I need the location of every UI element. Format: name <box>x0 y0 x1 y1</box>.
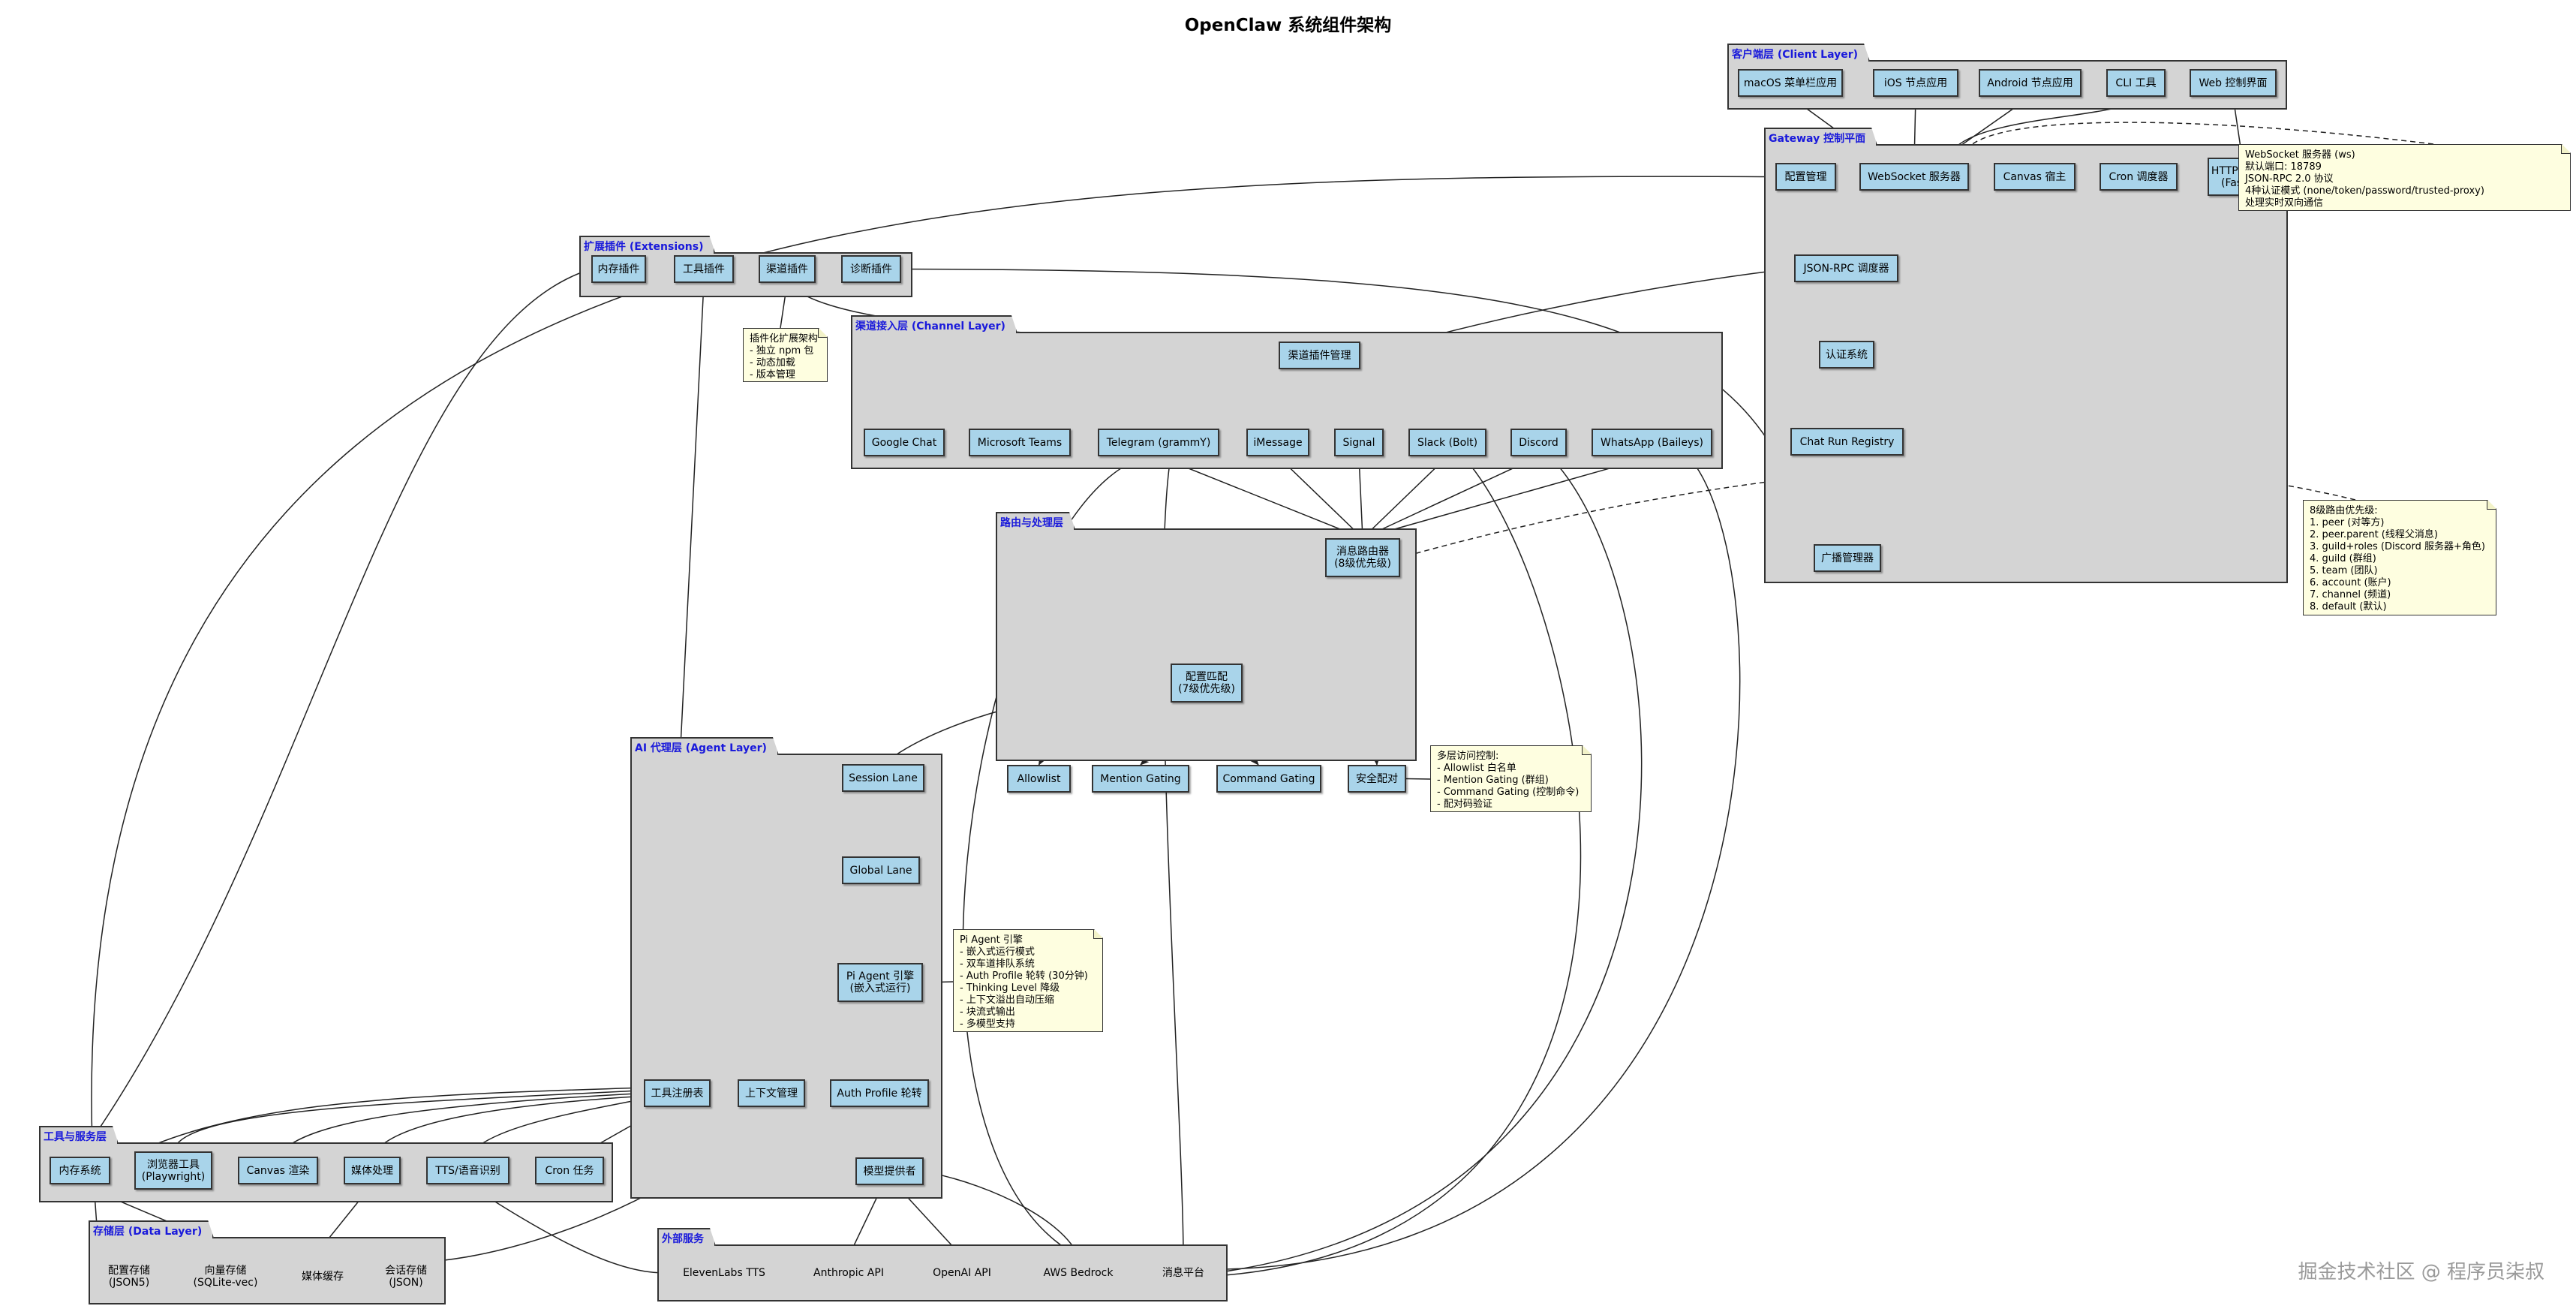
edge-discord-router <box>1362 456 1539 539</box>
edge-config-cfgstore <box>91 176 1776 1252</box>
component-slack[interactable]: Slack (Bolt) <box>1408 429 1486 456</box>
edge-whatsapp-msgplat <box>1216 456 1741 1274</box>
component-teams[interactable]: Microsoft Teams <box>969 429 1071 456</box>
component-cli[interactable]: CLI 工具 <box>2106 69 2166 97</box>
component-webui[interactable]: Web 控制界面 <box>2190 69 2277 97</box>
component-ios[interactable]: iOS 节点应用 <box>1873 69 1958 97</box>
note-wsnote: WebSocket 服务器 (ws) 默认端口: 18789 JSON-RPC … <box>2238 144 2571 211</box>
note-plugnote: 插件化扩展架构 - 独立 npm 包 - 动态加载 - 版本管理 <box>743 328 828 382</box>
edge-slack-router <box>1362 456 1448 539</box>
component-broadcast[interactable]: 广播管理器 <box>1814 544 1881 572</box>
edge-memplug-memsys <box>79 268 592 1157</box>
package-data <box>89 1237 446 1304</box>
component-android[interactable]: Android 节点应用 <box>1979 69 2082 97</box>
external-msgplat: 消息平台 <box>1162 1266 1204 1279</box>
component-chanmgr[interactable]: 渠道插件管理 <box>1279 342 1360 369</box>
store-sessstore: 会话存储 (JSON) <box>385 1265 427 1289</box>
edge-provider-bedrock <box>923 1170 1079 1257</box>
note-link-accessnote <box>1405 778 1431 780</box>
edge-whatsapp-router <box>1362 456 1652 540</box>
component-cron[interactable]: Cron 调度器 <box>2100 163 2178 191</box>
component-authrot[interactable]: Auth Profile 轮转 <box>830 1079 929 1107</box>
edge-discord-msgplat <box>1216 456 1643 1275</box>
component-ctx[interactable]: 上下文管理 <box>738 1079 805 1107</box>
component-telegram[interactable]: Telegram (grammY) <box>1098 429 1219 456</box>
note-routenote: 8级路由优先级: 1. peer (对等方) 2. peer.parent (线… <box>2303 500 2496 615</box>
component-mention[interactable]: Mention Gating <box>1092 765 1189 793</box>
component-router[interactable]: 消息路由器 (8级优先级) <box>1325 538 1400 577</box>
package-tab-ext: 扩展插件 (Extensions) <box>579 236 715 254</box>
package-tools <box>39 1142 613 1202</box>
package-tab-data: 存储层 (Data Layer) <box>89 1220 214 1238</box>
package-tab-client: 客户端层 (Client Layer) <box>1727 44 1870 62</box>
package-tab-gateway: Gateway 控制平面 <box>1764 128 1877 146</box>
component-gchat[interactable]: Google Chat <box>864 429 945 456</box>
edge-slack-msgplat <box>1216 456 1582 1279</box>
component-global[interactable]: Global Lane <box>842 856 920 884</box>
external-anthropic: Anthropic API <box>813 1266 884 1279</box>
component-macos[interactable]: macOS 菜单栏应用 <box>1738 69 1843 97</box>
package-external <box>657 1244 1228 1301</box>
component-ws[interactable]: WebSocket 服务器 <box>1859 163 1969 191</box>
store-mediastore: 媒体缓存 <box>302 1271 344 1283</box>
edge-toolreg-memsys <box>110 1087 645 1166</box>
component-tts[interactable]: TTS/语音识别 <box>426 1157 509 1184</box>
component-session[interactable]: Session Lane <box>842 764 924 792</box>
edge-toolreg-canvasr <box>277 1092 645 1157</box>
package-tab-routing: 路由与处理层 <box>996 512 1075 530</box>
component-allowlist[interactable]: Allowlist <box>1007 765 1071 793</box>
component-signal[interactable]: Signal <box>1334 429 1384 456</box>
component-pair[interactable]: 安全配对 <box>1348 765 1406 793</box>
component-match[interactable]: 配置匹配 (7级优先级) <box>1171 664 1243 703</box>
component-toolreg[interactable]: 工具注册表 <box>644 1079 711 1107</box>
package-tab-agent: AI 代理层 (Agent Layer) <box>630 737 779 755</box>
component-rpc[interactable]: JSON-RPC 调度器 <box>1794 254 1898 282</box>
component-canvasr[interactable]: Canvas 渲染 <box>238 1157 318 1184</box>
edge-telegram-router <box>1158 456 1363 539</box>
store-vecstore: 向量存储 (SQLite-vec) <box>193 1265 258 1289</box>
component-diagplug[interactable]: 诊断插件 <box>841 255 901 283</box>
watermark: 掘金技术社区 @ 程序员柒叔 <box>2298 1261 2544 1283</box>
component-config[interactable]: 配置管理 <box>1775 163 1836 191</box>
store-cfgstore: 配置存储 (JSON5) <box>108 1265 150 1289</box>
edge-signal-router <box>1358 456 1366 539</box>
component-whatsapp[interactable]: WhatsApp (Baileys) <box>1592 429 1712 456</box>
component-imessage[interactable]: iMessage <box>1246 429 1309 456</box>
note-accessnote: 多层访问控制: - Allowlist 白名单 - Mention Gating… <box>1430 745 1592 812</box>
diagram-title: OpenClaw 系统组件架构 <box>1184 16 1392 35</box>
edge-toolreg-browser <box>170 1090 645 1152</box>
note-link-wsnote <box>1962 122 2434 164</box>
component-command[interactable]: Command Gating <box>1216 765 1321 793</box>
component-memplug[interactable]: 内存插件 <box>591 255 646 283</box>
component-canvashost[interactable]: Canvas 宿主 <box>1994 163 2076 191</box>
component-chanplug[interactable]: 渠道插件 <box>759 255 816 283</box>
edge-imessage-router <box>1277 456 1363 539</box>
component-browser[interactable]: 浏览器工具 (Playwright) <box>134 1151 212 1190</box>
external-bedrock: AWS Bedrock <box>1043 1266 1114 1279</box>
package-tab-tools: 工具与服务层 <box>39 1126 119 1144</box>
component-memsys[interactable]: 内存系统 <box>50 1157 110 1184</box>
component-discord[interactable]: Discord <box>1510 429 1567 456</box>
note-pinote: Pi Agent 引擎 - 嵌入式运行模式 - 双车道排队系统 - Auth P… <box>953 929 1103 1032</box>
package-tab-external: 外部服务 <box>657 1228 716 1246</box>
component-media[interactable]: 媒体处理 <box>344 1157 401 1184</box>
component-toolplug[interactable]: 工具插件 <box>674 255 734 283</box>
component-provider[interactable]: 模型提供者 <box>855 1157 924 1185</box>
component-pi[interactable]: Pi Agent 引擎 (嵌入式运行) <box>837 963 923 1002</box>
package-tab-channel: 渠道接入层 (Channel Layer) <box>851 315 1017 333</box>
component-chatrun[interactable]: Chat Run Registry <box>1790 428 1904 456</box>
external-openai: OpenAI API <box>933 1266 991 1279</box>
component-auth[interactable]: 认证系统 <box>1819 341 1874 369</box>
external-eleven: ElevenLabs TTS <box>683 1266 765 1279</box>
component-crontask[interactable]: Cron 任务 <box>535 1157 604 1184</box>
